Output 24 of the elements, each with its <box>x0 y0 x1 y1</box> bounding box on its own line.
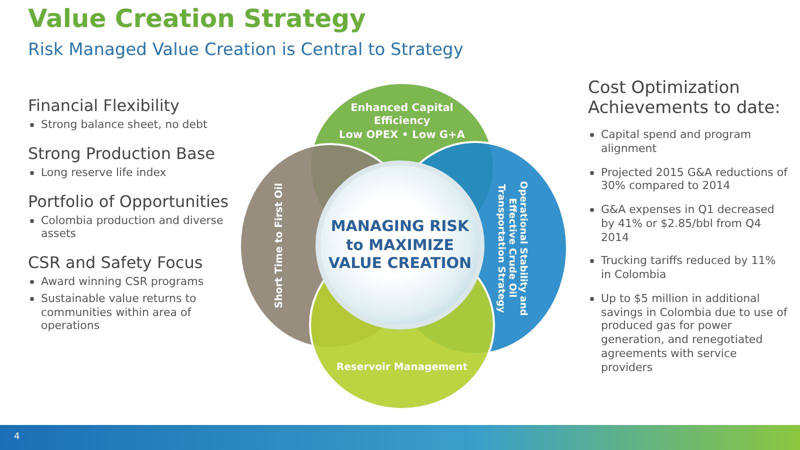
bullet-text: Projected 2015 G&A reductions of 30% compared to 2014 <box>601 166 788 193</box>
petal-label: Operational Stability and Effective Crude Oil Transportation Strategy <box>494 180 528 318</box>
section-heading: Portfolio of Opportunities <box>28 192 230 210</box>
petal-label: Reservoir Management <box>336 362 468 372</box>
subtitle: Risk Managed Value Creation is Central to Strategy <box>28 40 464 60</box>
page-number: 4 <box>14 432 20 442</box>
bullet-text: Up to $5 million in additional savings in Colombia due to use of produced gas for power generation, and renegotiated agreements with service providers <box>601 292 788 374</box>
bullet-text: Capital spend and program alignment <box>601 128 752 156</box>
center-text: MANAGING RISK to MAXIMIZE VALUE CREATION <box>327 216 473 274</box>
title: Value Creation Strategy <box>28 4 366 33</box>
section-heading: Financial Flexibility <box>28 96 181 115</box>
bullet-text: Long reserve life index <box>41 166 166 180</box>
petal-label: Low OPEX • Low G+A <box>339 128 465 142</box>
section-heading: Cost Optimization Achievements to date: <box>588 78 782 118</box>
bullet-text: Sustainable value returns to communities within area of operations <box>41 292 198 333</box>
bullet-text: Award winning CSR programs <box>41 275 204 289</box>
petal-label: Enhanced Capital Efficiency <box>350 102 454 129</box>
bullet-text: Trucking tariffs reduced by 11% in Colombia <box>601 254 777 282</box>
bullet-text: Strong balance sheet, no debt <box>41 118 208 132</box>
petal-label: Short Time to First Oil <box>274 183 284 309</box>
section-heading: Strong Production Base <box>28 144 216 163</box>
bullet-text: Colombia production and diverse assets <box>41 214 224 241</box>
bullet-text: G&A expenses in Q1 decreased by 41% or $2.85/bbl from Q4 2014 <box>601 203 776 244</box>
section-heading: CSR and Safety Focus <box>28 253 204 272</box>
